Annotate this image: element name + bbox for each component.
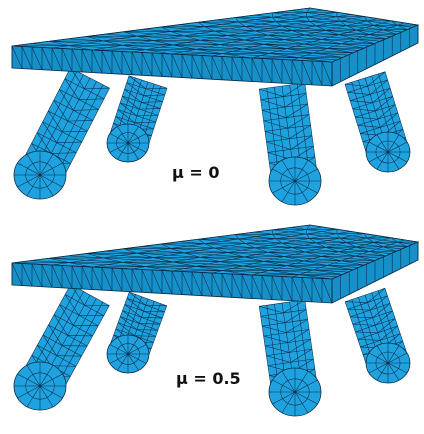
mu-label-2: μ = 0.5 <box>176 369 241 388</box>
table-leg <box>106 291 168 374</box>
mu-label-1: μ = 0 <box>172 163 220 182</box>
mesh-figure-1: μ = 0 <box>11 7 420 206</box>
table-leg <box>344 71 411 173</box>
table-mesh-2 <box>11 224 420 417</box>
mesh-figure-2: μ = 0.5 <box>0 217 424 434</box>
table-top <box>11 7 420 87</box>
table-leg <box>258 82 322 206</box>
table-leg <box>106 75 168 163</box>
table-top <box>11 224 420 304</box>
table-leg <box>13 284 110 411</box>
table-leg <box>13 67 110 200</box>
table-leg <box>344 287 411 384</box>
table-leg <box>258 299 322 417</box>
table-mesh-1 <box>11 7 420 206</box>
